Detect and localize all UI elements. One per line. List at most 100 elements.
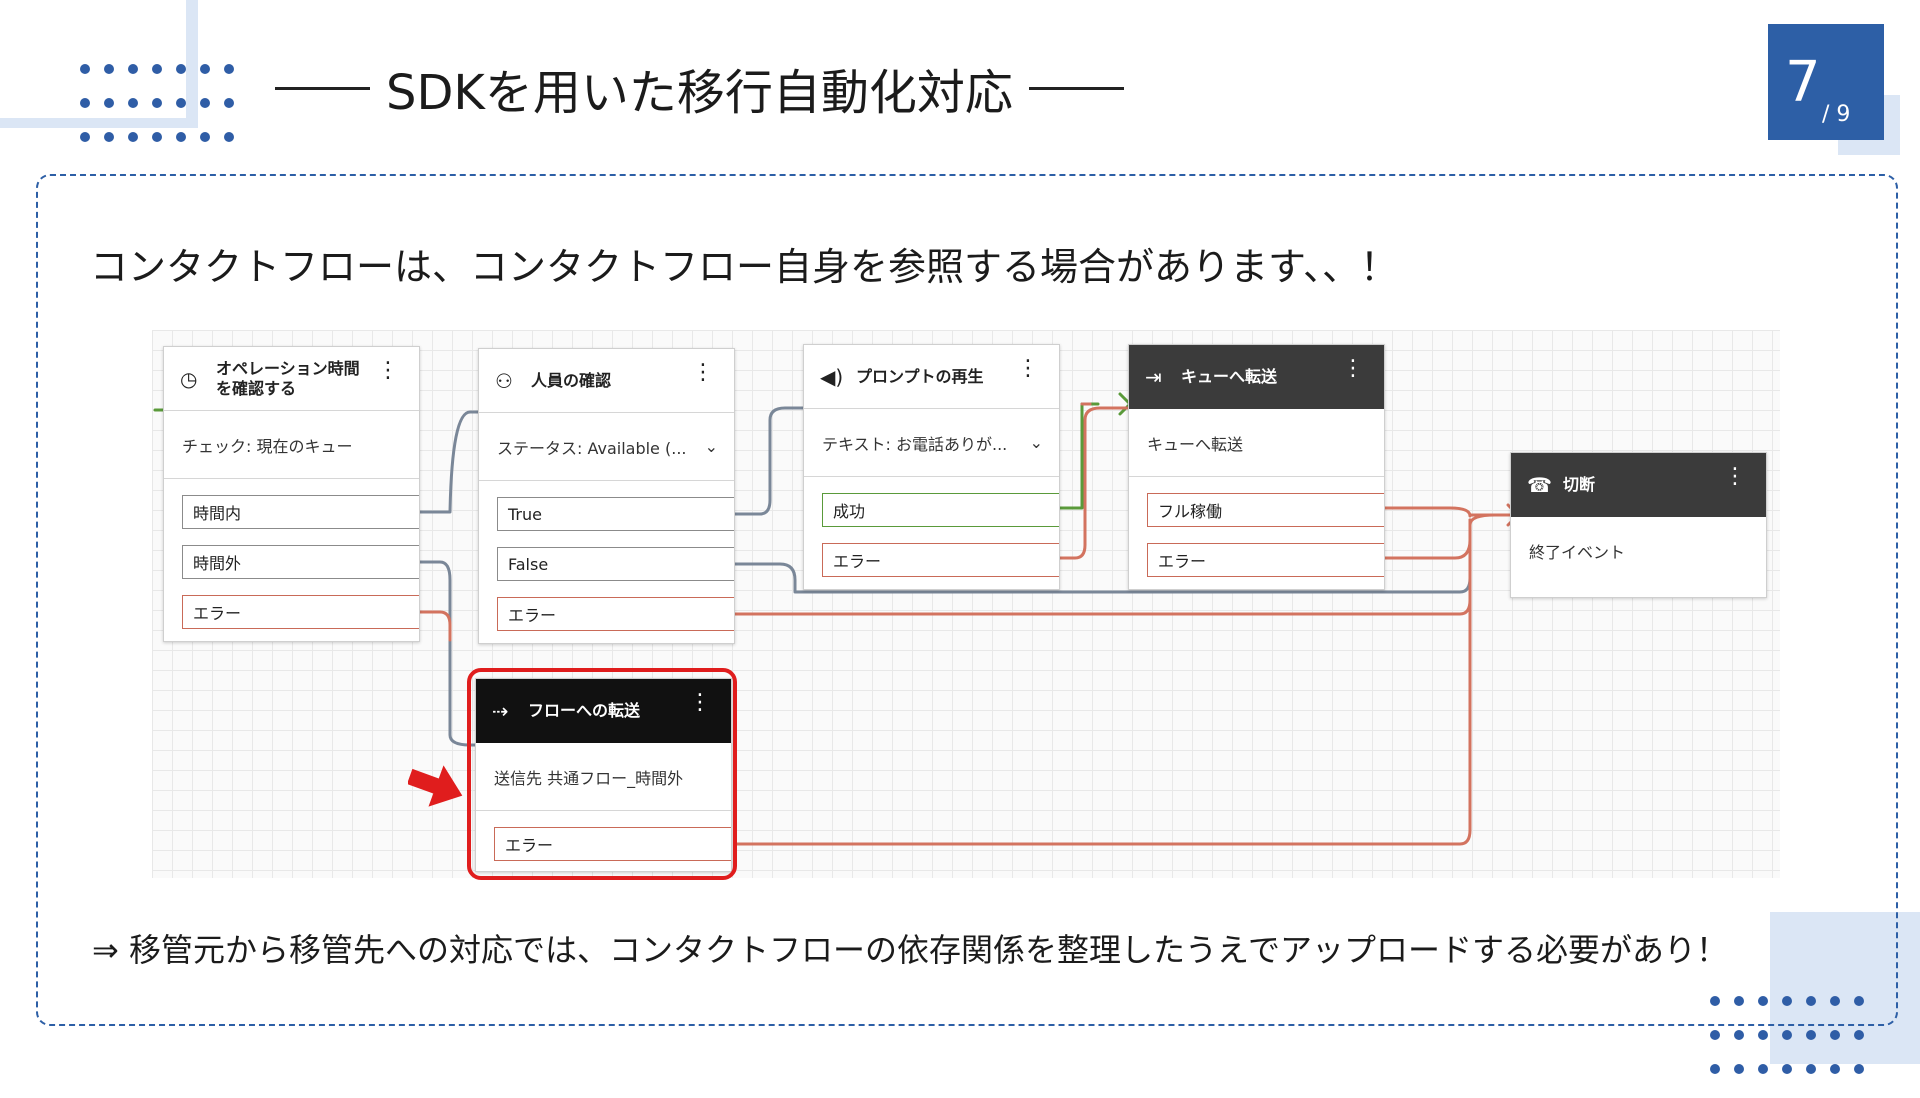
- decor-dot: [104, 64, 114, 74]
- port-in-hours[interactable]: 時間内: [182, 495, 419, 529]
- decor-dot: [1758, 996, 1768, 1006]
- block-body: 終了イベント: [1529, 543, 1626, 562]
- page-number: 7: [1785, 50, 1821, 115]
- decor-dot: [1734, 1030, 1744, 1040]
- block-play-prompt[interactable]: ◀) プロンプトの再生 ⋮ テキスト: お電話ありが... ⌄ 成功 エラー: [803, 344, 1060, 590]
- page-title: SDKを用いた移行自動化対応: [386, 65, 1013, 121]
- decor-dot: [1710, 1030, 1720, 1040]
- port-error[interactable]: エラー: [822, 543, 1059, 577]
- block-disconnect[interactable]: ☎ 切断 ⋮ 終了イベント: [1510, 452, 1767, 598]
- decor-dot: [128, 132, 138, 142]
- block-transfer-to-flow[interactable]: ⇢ フローへの転送 ⋮ 送信先 共通フロー_時間外 エラー: [475, 678, 732, 872]
- port-after-hours[interactable]: 時間外: [182, 545, 419, 579]
- speaker-icon: ◀): [820, 364, 844, 389]
- decor-dot: [80, 132, 90, 142]
- block-body: キューへ転送: [1129, 409, 1384, 477]
- decor-box-bottom-right: [1770, 912, 1920, 1064]
- block-title: 人員の確認: [531, 370, 612, 390]
- decor-dot: [128, 98, 138, 108]
- block-title: キューへ転送: [1181, 367, 1278, 386]
- decor-dot: [1782, 996, 1792, 1006]
- decor-dot: [1758, 1064, 1768, 1074]
- decor-dots-bottom-right: [1710, 996, 1878, 1098]
- block-body: ステータス: Available (... ⌄: [479, 413, 734, 481]
- block-staffing[interactable]: ⚇ 人員の確認 ⋮ ステータス: Available (... ⌄ True F…: [478, 348, 735, 644]
- decor-dot: [1854, 996, 1864, 1006]
- block-header: ◀) プロンプトの再生 ⋮: [804, 345, 1059, 409]
- queue-transfer-icon: ⇥: [1145, 365, 1162, 389]
- decor-dot: [1806, 1064, 1816, 1074]
- block-operation-hours[interactable]: ◷ オペレーション時間を確認する ⋮ チェック: 現在のキュー 時間内 時間外 …: [163, 346, 420, 642]
- block-title: オペレーション時間を確認する: [216, 358, 360, 398]
- block-header: ◷ オペレーション時間を確認する ⋮: [164, 347, 419, 411]
- chevron-down-icon[interactable]: ⌄: [704, 437, 718, 456]
- content-frame: [36, 174, 1898, 1026]
- block-title: プロンプトの再生: [856, 366, 984, 386]
- clock-check-icon: ◷: [180, 366, 198, 391]
- decor-dot: [1854, 1030, 1864, 1040]
- kebab-menu-icon[interactable]: ⋮: [1017, 356, 1039, 381]
- block-body-text: テキスト: お電話ありが...: [822, 434, 1008, 454]
- decor-dot: [224, 132, 234, 142]
- decor-line-horizontal: [0, 118, 198, 128]
- decor-dot: [80, 64, 90, 74]
- hangup-icon: ☎: [1527, 473, 1552, 497]
- port-at-capacity[interactable]: フル稼働: [1147, 493, 1384, 527]
- decor-dot: [152, 98, 162, 108]
- chevron-down-icon[interactable]: ⌄: [1029, 433, 1043, 452]
- page-badge: [1768, 24, 1884, 140]
- decor-dot: [224, 98, 234, 108]
- block-transfer-to-queue[interactable]: ⇥ キューへ転送 ⋮ キューへ転送 フル稼働 エラー: [1128, 344, 1385, 590]
- decor-dot: [104, 98, 114, 108]
- block-body: 送信先 共通フロー_時間外: [476, 743, 731, 811]
- block-body-text: ステータス: Available (...: [497, 438, 687, 458]
- decor-dot: [1830, 996, 1840, 1006]
- port-true[interactable]: True: [497, 497, 734, 531]
- title-rule-left: [275, 86, 370, 90]
- red-arrow-icon: [408, 765, 463, 807]
- kebab-menu-icon[interactable]: ⋮: [377, 358, 399, 383]
- decor-dot: [176, 64, 186, 74]
- decor-dot: [224, 64, 234, 74]
- block-header: ⇥ キューへ転送 ⋮: [1129, 345, 1384, 409]
- block-body: テキスト: お電話ありが... ⌄: [804, 409, 1059, 477]
- block-header: ☎ 切断 ⋮: [1511, 453, 1766, 517]
- decor-line-vertical: [186, 0, 198, 128]
- conclusion-text: ⇒ 移管元から移管先への対応では、コンタクトフローの依存関係を整理したうえでアッ…: [92, 931, 1729, 969]
- decor-dot: [1782, 1030, 1792, 1040]
- kebab-menu-icon[interactable]: ⋮: [1342, 356, 1364, 381]
- kebab-menu-icon[interactable]: ⋮: [689, 690, 711, 715]
- intro-text: コンタクトフローは、コンタクトフロー自身を参照する場合があります、、！: [90, 245, 1398, 289]
- port-error[interactable]: エラー: [182, 595, 419, 629]
- block-header: ⇢ フローへの転送 ⋮: [476, 679, 731, 743]
- highlight-frame: [467, 668, 737, 880]
- decor-dot: [80, 98, 90, 108]
- decor-dot: [1710, 1064, 1720, 1074]
- decor-dot: [128, 64, 138, 74]
- port-false[interactable]: False: [497, 547, 734, 581]
- block-title: 切断: [1563, 475, 1596, 494]
- title-rule-right: [1028, 86, 1124, 90]
- page-total: / 9: [1822, 102, 1851, 127]
- title-bar: SDKを用いた移行自動化対応: [275, 52, 1124, 124]
- decor-dot: [104, 132, 114, 142]
- decor-dot: [1734, 1064, 1744, 1074]
- decor-dot: [152, 132, 162, 142]
- decor-dot: [200, 64, 210, 74]
- block-header: ⚇ 人員の確認 ⋮: [479, 349, 734, 413]
- port-success[interactable]: 成功: [822, 493, 1059, 527]
- decor-dot: [1806, 996, 1816, 1006]
- port-error[interactable]: エラー: [497, 597, 734, 631]
- block-body: チェック: 現在のキュー: [164, 411, 419, 479]
- port-error[interactable]: エラー: [1147, 543, 1384, 577]
- port-error[interactable]: エラー: [494, 827, 731, 861]
- kebab-menu-icon[interactable]: ⋮: [692, 360, 714, 385]
- decor-dot: [176, 98, 186, 108]
- decor-dot: [200, 132, 210, 142]
- decor-dot: [152, 64, 162, 74]
- flow-transfer-icon: ⇢: [492, 699, 509, 723]
- decor-dot: [1830, 1030, 1840, 1040]
- decor-dot: [1854, 1064, 1864, 1074]
- kebab-menu-icon[interactable]: ⋮: [1724, 464, 1746, 489]
- decor-dot: [176, 132, 186, 142]
